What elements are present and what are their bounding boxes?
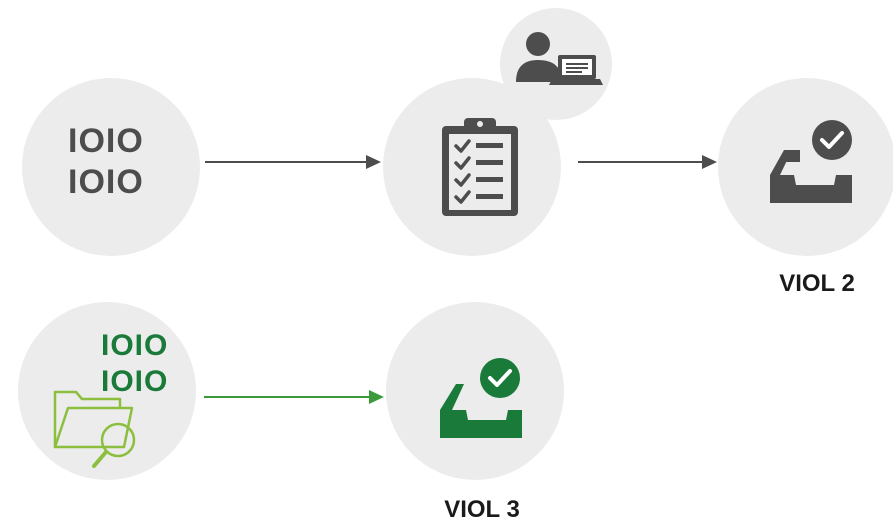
- arrow-review-to-result: [578, 155, 717, 169]
- binary-line-2: IOIO: [101, 365, 169, 398]
- result-node-circle-2: [386, 302, 564, 480]
- arrow-folder-to-result: [204, 390, 384, 404]
- binary-line-1: IOIO: [68, 122, 144, 160]
- binary-line-1: IOIO: [101, 329, 169, 362]
- result-node-circle: [718, 78, 893, 256]
- binary-data-icon: IOIO IOIO: [68, 124, 144, 199]
- arrow-source-to-review: [205, 155, 381, 169]
- result-label-viol-2: VIOL 2: [779, 270, 855, 297]
- source-node-circle: [22, 78, 200, 256]
- binary-data-green-icon: IOIO IOIO: [101, 331, 168, 397]
- binary-line-2: IOIO: [68, 163, 144, 201]
- user-badge-circle: [500, 8, 612, 120]
- result-label-viol-3: VIOL 3: [444, 496, 520, 523]
